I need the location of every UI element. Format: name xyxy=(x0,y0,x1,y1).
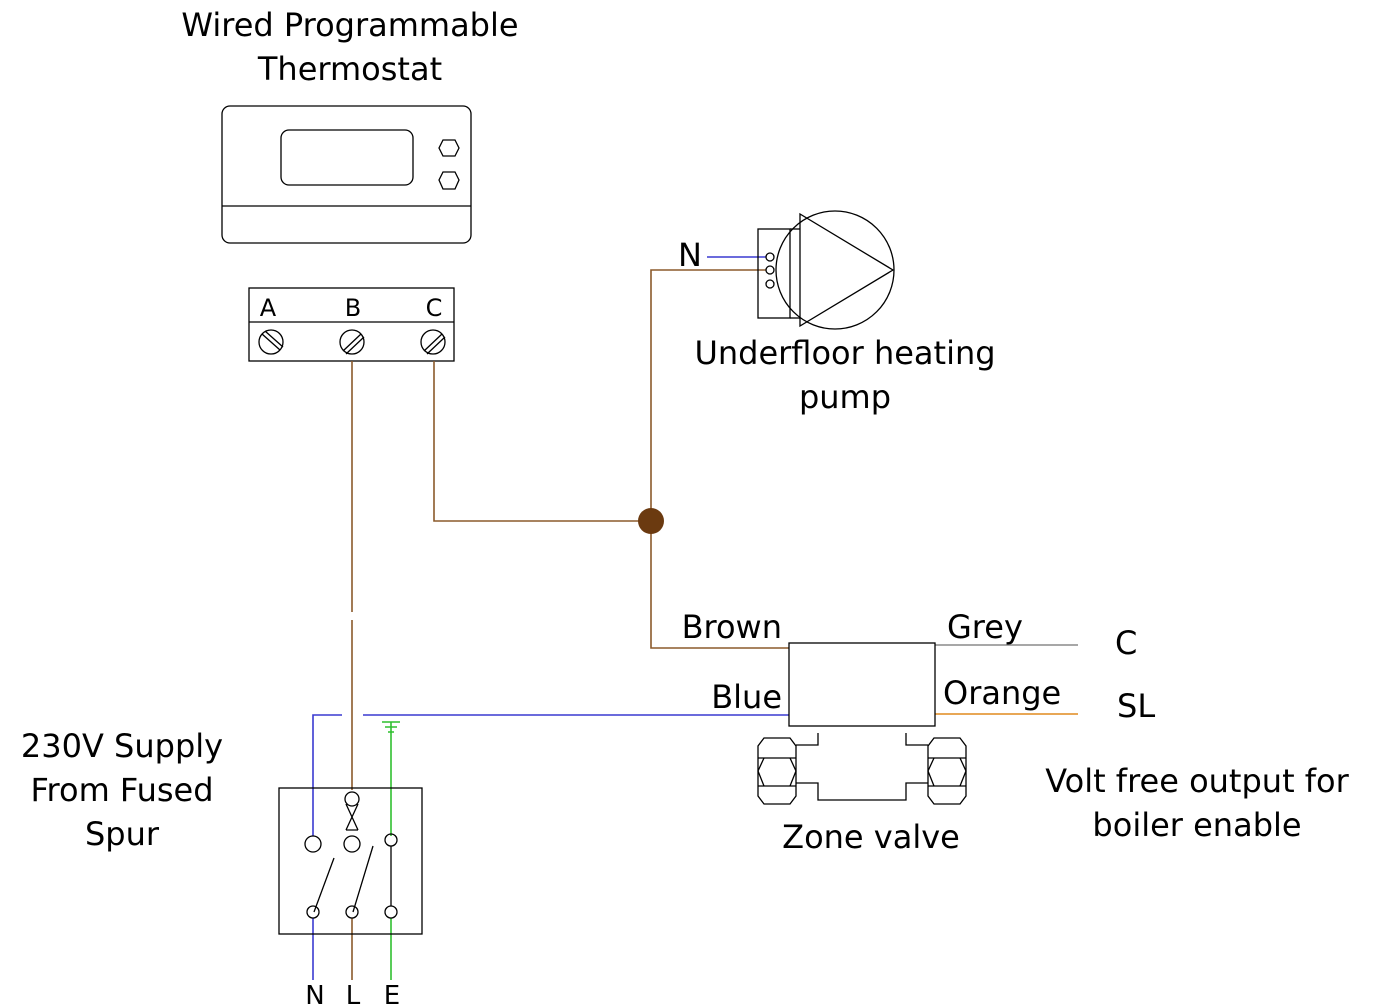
boiler-note-line2: boiler enable xyxy=(1092,806,1301,844)
switch-blade-l xyxy=(352,845,374,913)
fuse-icon xyxy=(344,791,360,831)
thermostat-title-line1: Wired Programmable xyxy=(181,6,518,44)
fused-spur: 230V Supply From Fused Spur N L E xyxy=(21,727,423,1008)
terminal-b-screw-icon xyxy=(339,329,365,355)
thermostat: Wired Programmable Thermostat xyxy=(181,6,519,244)
thermostat-terminal-block: A B C xyxy=(248,287,455,362)
terminal-c-label: C xyxy=(426,294,443,322)
thermostat-button-down-icon xyxy=(438,171,460,190)
wire-valve-neutral xyxy=(312,714,789,836)
thermostat-title-line2: Thermostat xyxy=(257,50,442,88)
supply-terminal-n: N xyxy=(305,981,324,1008)
earth-icon xyxy=(382,721,400,733)
terminal-c-screw-icon xyxy=(420,329,446,355)
wires xyxy=(312,256,1078,980)
zone-valve-actuator xyxy=(788,642,936,727)
zone-valve-label: Zone valve xyxy=(782,818,960,856)
switch-blade-n xyxy=(313,857,335,913)
supply-label-line1: 230V Supply xyxy=(21,727,223,765)
thermostat-button-up-icon xyxy=(438,139,460,157)
pump-label-line1: Underfloor heating xyxy=(694,334,995,372)
terminal-a-label: A xyxy=(260,294,277,322)
thermostat-body xyxy=(221,105,472,244)
boiler-note-line1: Volt free output for xyxy=(1045,762,1349,800)
wire-junction-to-pump xyxy=(650,269,766,521)
spur-box xyxy=(278,787,423,935)
wire-c-to-junction xyxy=(433,361,651,522)
pump-terminal-n-label: N xyxy=(678,236,702,274)
zone-valve: Brown Blue Grey Orange C SL Zone valve V… xyxy=(682,608,1350,856)
zone-valve-left-fitting-icon xyxy=(757,737,797,805)
zone-valve-body xyxy=(796,733,928,801)
supply-terminal-e: E xyxy=(384,981,400,1008)
junction-dot xyxy=(638,508,664,534)
supply-label-line3: Spur xyxy=(85,815,160,853)
pump-terminal-box xyxy=(757,228,791,319)
wire-label-blue: Blue xyxy=(711,678,782,716)
supply-terminal-l: L xyxy=(346,981,361,1008)
pump: N Underfloor heating pump xyxy=(678,210,996,416)
pump-label-line2: pump xyxy=(799,378,891,416)
wire-label-brown: Brown xyxy=(682,608,782,646)
output-sl-label: SL xyxy=(1117,687,1155,725)
wire-label-grey: Grey xyxy=(947,608,1023,646)
terminal-a-screw-icon xyxy=(258,329,284,355)
zone-valve-right-fitting-icon xyxy=(927,737,967,805)
thermostat-display xyxy=(280,129,414,186)
wire-label-orange: Orange xyxy=(943,674,1061,712)
terminal-b-label: B xyxy=(345,294,361,322)
output-c-label: C xyxy=(1115,624,1137,662)
supply-label-line2: From Fused xyxy=(30,771,213,809)
wire-junction-to-valve xyxy=(650,521,789,649)
